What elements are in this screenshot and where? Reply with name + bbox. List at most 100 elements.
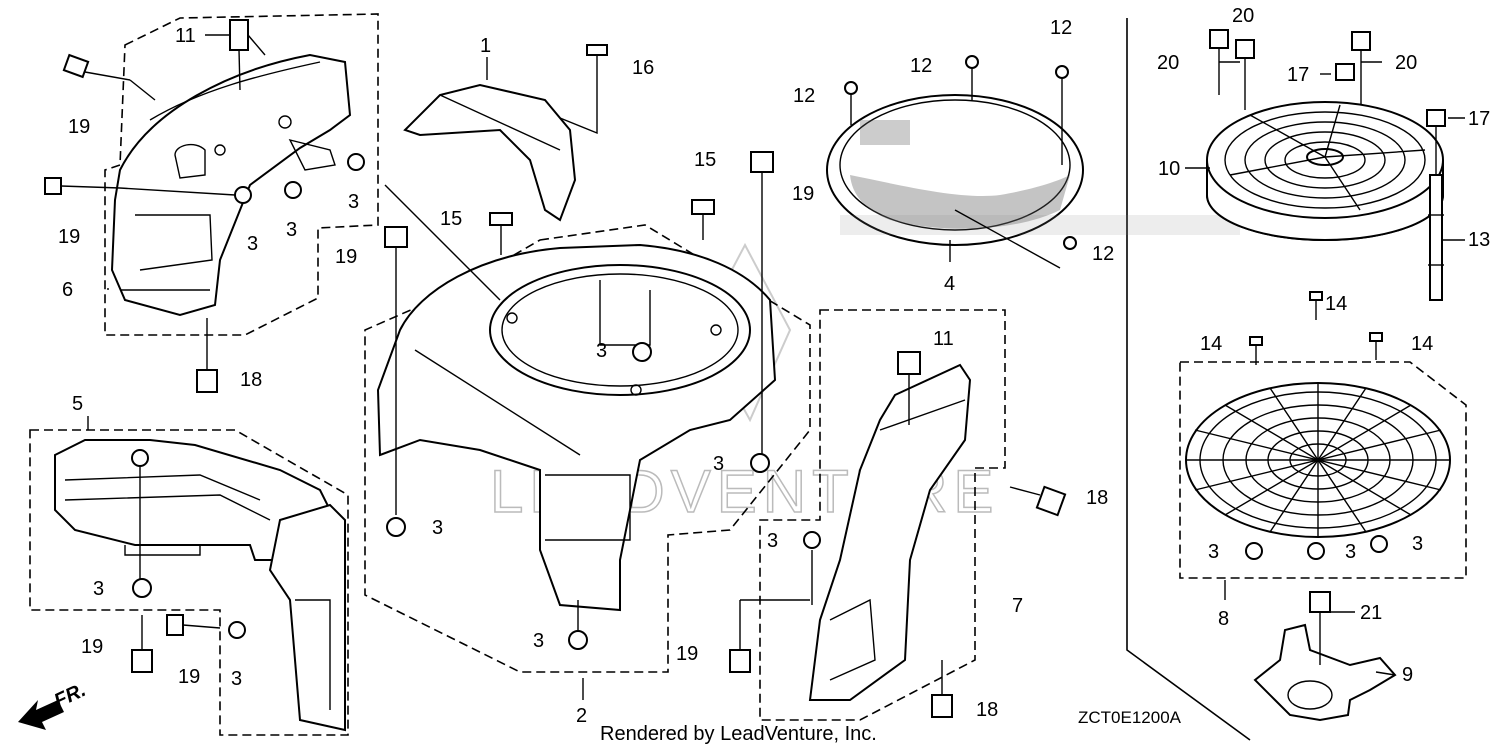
bolt-20c: [1351, 31, 1371, 105]
callout-19: 19: [68, 116, 90, 138]
callout-12: 12: [1092, 243, 1114, 265]
diagram-code: ZCT0E1200A: [1078, 708, 1182, 727]
screw-12c: [1055, 65, 1069, 79]
callout-10: 10: [1158, 158, 1180, 180]
bolt-19-mid: [44, 177, 236, 196]
callout-3: 3: [432, 517, 443, 539]
callout-12: 12: [910, 55, 932, 77]
bolt-20b: [1235, 39, 1255, 110]
callout-19: 19: [676, 643, 698, 665]
callout-11: 11: [933, 328, 954, 350]
nut-3-g8a: [1245, 542, 1263, 560]
top-cover-1: [403, 83, 577, 222]
nut-3-g5a: [132, 578, 152, 598]
callout-7: 7: [1012, 595, 1023, 617]
side-cover-7: [808, 363, 972, 701]
nut-3-center-top: [632, 342, 652, 362]
screen-shadow: [840, 215, 1240, 235]
callout-6: 6: [62, 279, 73, 301]
screw-12d: [1063, 236, 1077, 250]
bolt-19-g5a: [131, 615, 153, 673]
bolt-19-center-left: [384, 226, 408, 515]
clip-11-top: [229, 19, 249, 51]
callout-3: 3: [93, 578, 104, 600]
bolt-18-right-bottom: [931, 660, 953, 718]
nut-3-g8b: [1307, 542, 1325, 560]
nut-3-g5-top: [131, 449, 149, 467]
callout-17: 17: [1287, 64, 1309, 86]
shroud-cover-6: [110, 53, 352, 317]
nut-3-g5b: [228, 621, 246, 639]
callout-19-center-right: 19: [792, 183, 814, 205]
callout-14: 14: [1200, 333, 1222, 355]
nut-3-g6c: [234, 186, 252, 204]
bolt-18-left: [196, 318, 218, 393]
callout-3: 3: [231, 668, 242, 690]
leader-shroud-diag: [414, 349, 581, 456]
bolt-20a: [1209, 29, 1229, 95]
callout-15: 15: [440, 208, 462, 230]
group-5-boundary: [29, 429, 349, 736]
leader-lines: [87, 34, 1465, 700]
screw-14c: [1369, 332, 1383, 360]
callout-19: 19: [335, 246, 357, 268]
front-arrow-icon: [18, 700, 64, 730]
callout-21: 21: [1360, 602, 1382, 624]
callout-1: 1: [480, 35, 491, 57]
callout-18: 18: [240, 369, 262, 391]
callout-3: 3: [713, 453, 724, 475]
group-7-boundary: [759, 309, 1006, 721]
callout-20: 20: [1232, 5, 1254, 27]
section-divider: [1126, 18, 1251, 741]
nut-3-g6b: [284, 181, 302, 199]
callout-12: 12: [1050, 17, 1072, 39]
callout-9: 9: [1402, 664, 1413, 686]
bolt-18-right-mid: [1009, 485, 1067, 517]
screw-12b: [965, 55, 979, 69]
nut-3-g6a: [347, 153, 365, 171]
grille-8: [1185, 382, 1451, 538]
callout-3: 3: [348, 191, 359, 213]
callout-13: 13: [1468, 229, 1490, 251]
callout-3: 3: [1208, 541, 1219, 563]
leader-16: [559, 95, 598, 135]
nut-3-center-left: [386, 517, 406, 537]
callout-20: 20: [1395, 52, 1417, 74]
nut-3-g8c: [1370, 535, 1388, 553]
callout-20: 20: [1157, 52, 1179, 74]
callout-5: 5: [72, 393, 83, 415]
callout-3: 3: [1412, 533, 1423, 555]
callout-3: 3: [1345, 541, 1356, 563]
callout-2: 2: [576, 705, 587, 727]
leader-12d: [954, 209, 1061, 269]
callout-19: 19: [81, 636, 103, 658]
fan-10: [1206, 101, 1444, 242]
cylinder-cover-5: [54, 439, 346, 732]
nut-3-center-bottom: [568, 630, 588, 650]
callout-15: 15: [694, 149, 716, 171]
screw-15a: [489, 212, 513, 255]
bolt-19-g7: [729, 599, 810, 673]
nut-3-g7: [803, 531, 821, 549]
callout-19: 19: [178, 666, 200, 688]
callout-16: 16: [632, 57, 654, 79]
bolt-19-g5b: [166, 614, 221, 636]
clip-11-right: [897, 351, 921, 375]
callout-3: 3: [533, 630, 544, 652]
callout-17: 17: [1468, 108, 1490, 130]
bracket-9: [1253, 623, 1397, 722]
nut-17b: [1426, 109, 1446, 127]
callout-8: 8: [1218, 608, 1229, 630]
callout-3: 3: [767, 530, 778, 552]
nut-17a: [1335, 63, 1355, 81]
screw-15b: [691, 199, 715, 240]
callout-19: 19: [58, 226, 80, 248]
screw-14a: [1249, 336, 1263, 365]
callout-3: 3: [247, 233, 258, 255]
screw-16: [586, 44, 608, 95]
bolt-19-top: [62, 53, 156, 101]
stud-13: [1428, 126, 1444, 301]
group-2-boundary: [364, 224, 811, 673]
screen-disc-4: [826, 94, 1084, 246]
